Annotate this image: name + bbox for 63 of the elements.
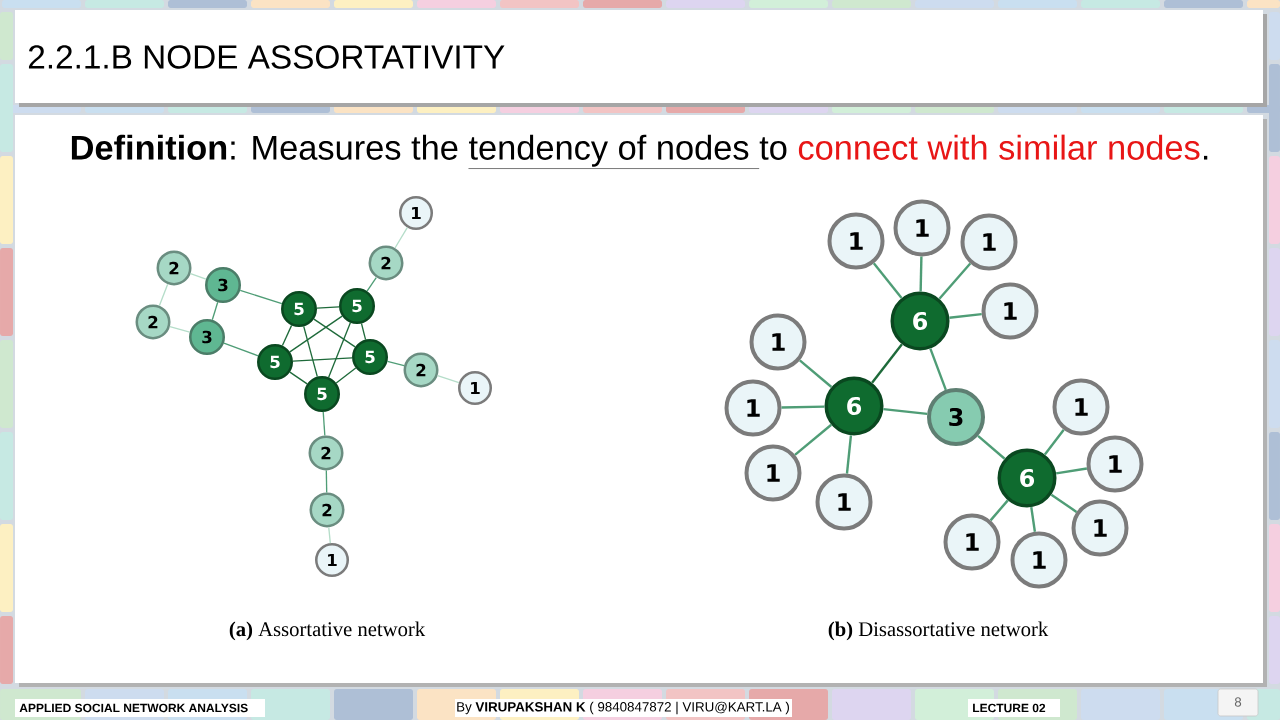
edge-line [938, 262, 972, 300]
edge-line [239, 289, 283, 305]
edge-line [929, 348, 947, 391]
label: . [1203, 155, 1208, 160]
label: connect with similar nodes [798, 134, 1200, 160]
label: tendency of nodes [469, 134, 749, 167]
network-node: 2 [309, 492, 345, 528]
edge-line [871, 343, 903, 384]
edge-line [1055, 467, 1088, 475]
edge-line [360, 322, 367, 341]
figure-caption: (a) Assortative network [229, 621, 426, 641]
network-node: 2 [135, 304, 171, 340]
edge-line [989, 499, 1009, 522]
edge-line [335, 367, 357, 384]
footer-label: APPLIED SOCIAL NETWORK ANALYSIS [15, 699, 265, 717]
network-node: 3 [927, 388, 985, 446]
edge-line [977, 435, 1006, 460]
edge-line [949, 312, 982, 319]
network-node: 2 [156, 250, 192, 286]
figure-caption: (b) Disassortative network [828, 621, 1049, 641]
edge-line [919, 256, 923, 292]
edge-line [289, 371, 308, 385]
edge-line [325, 469, 328, 494]
edge-line [845, 435, 853, 474]
edge-line [436, 374, 460, 384]
edge-line [1043, 428, 1065, 456]
edge-line [289, 315, 343, 353]
page-number-box: 8 [1217, 688, 1259, 717]
edge-line [781, 405, 825, 409]
network-node: 6 [997, 448, 1057, 508]
edge-line [292, 357, 353, 362]
edge-line [328, 526, 331, 544]
network-node: 6 [824, 376, 884, 436]
edge-line [313, 318, 356, 348]
edge-line [872, 262, 903, 299]
edge-line [794, 423, 833, 456]
network-node: 2 [308, 435, 344, 471]
edge-line [158, 283, 169, 307]
footer-label: By VIRUPAKSHAN K ( 9840847872 | VIRU@KART.LA ) [455, 699, 792, 717]
edge-line [328, 322, 352, 378]
edge-line [189, 273, 207, 280]
network-node: 2 [368, 245, 404, 281]
label: Definition: Measures the [71, 134, 458, 160]
edge-line [211, 301, 219, 321]
edge-line [281, 324, 293, 347]
slide-title: 2.2.1.B NODE ASSORTATIVITY [28, 45, 505, 69]
edge-line [1050, 493, 1078, 513]
footer-label: LECTURE 02 [968, 699, 1060, 717]
network-node: 6 [890, 291, 950, 351]
edge-line [394, 226, 408, 249]
edge-line [1030, 507, 1037, 532]
edge-line [316, 306, 340, 309]
edge-line [366, 276, 377, 292]
edge-line [223, 342, 259, 357]
edge-line [386, 360, 405, 367]
edge-line [883, 407, 928, 416]
edge-line [303, 325, 318, 378]
network-node: 2 [403, 352, 439, 388]
edge-line [799, 359, 833, 388]
definition-text: Definition: Measures the tendency of nodes to connect with similar nodes. [71, 134, 1208, 169]
label: to [759, 137, 787, 160]
edge-line [169, 326, 191, 333]
edge-line [322, 411, 326, 437]
